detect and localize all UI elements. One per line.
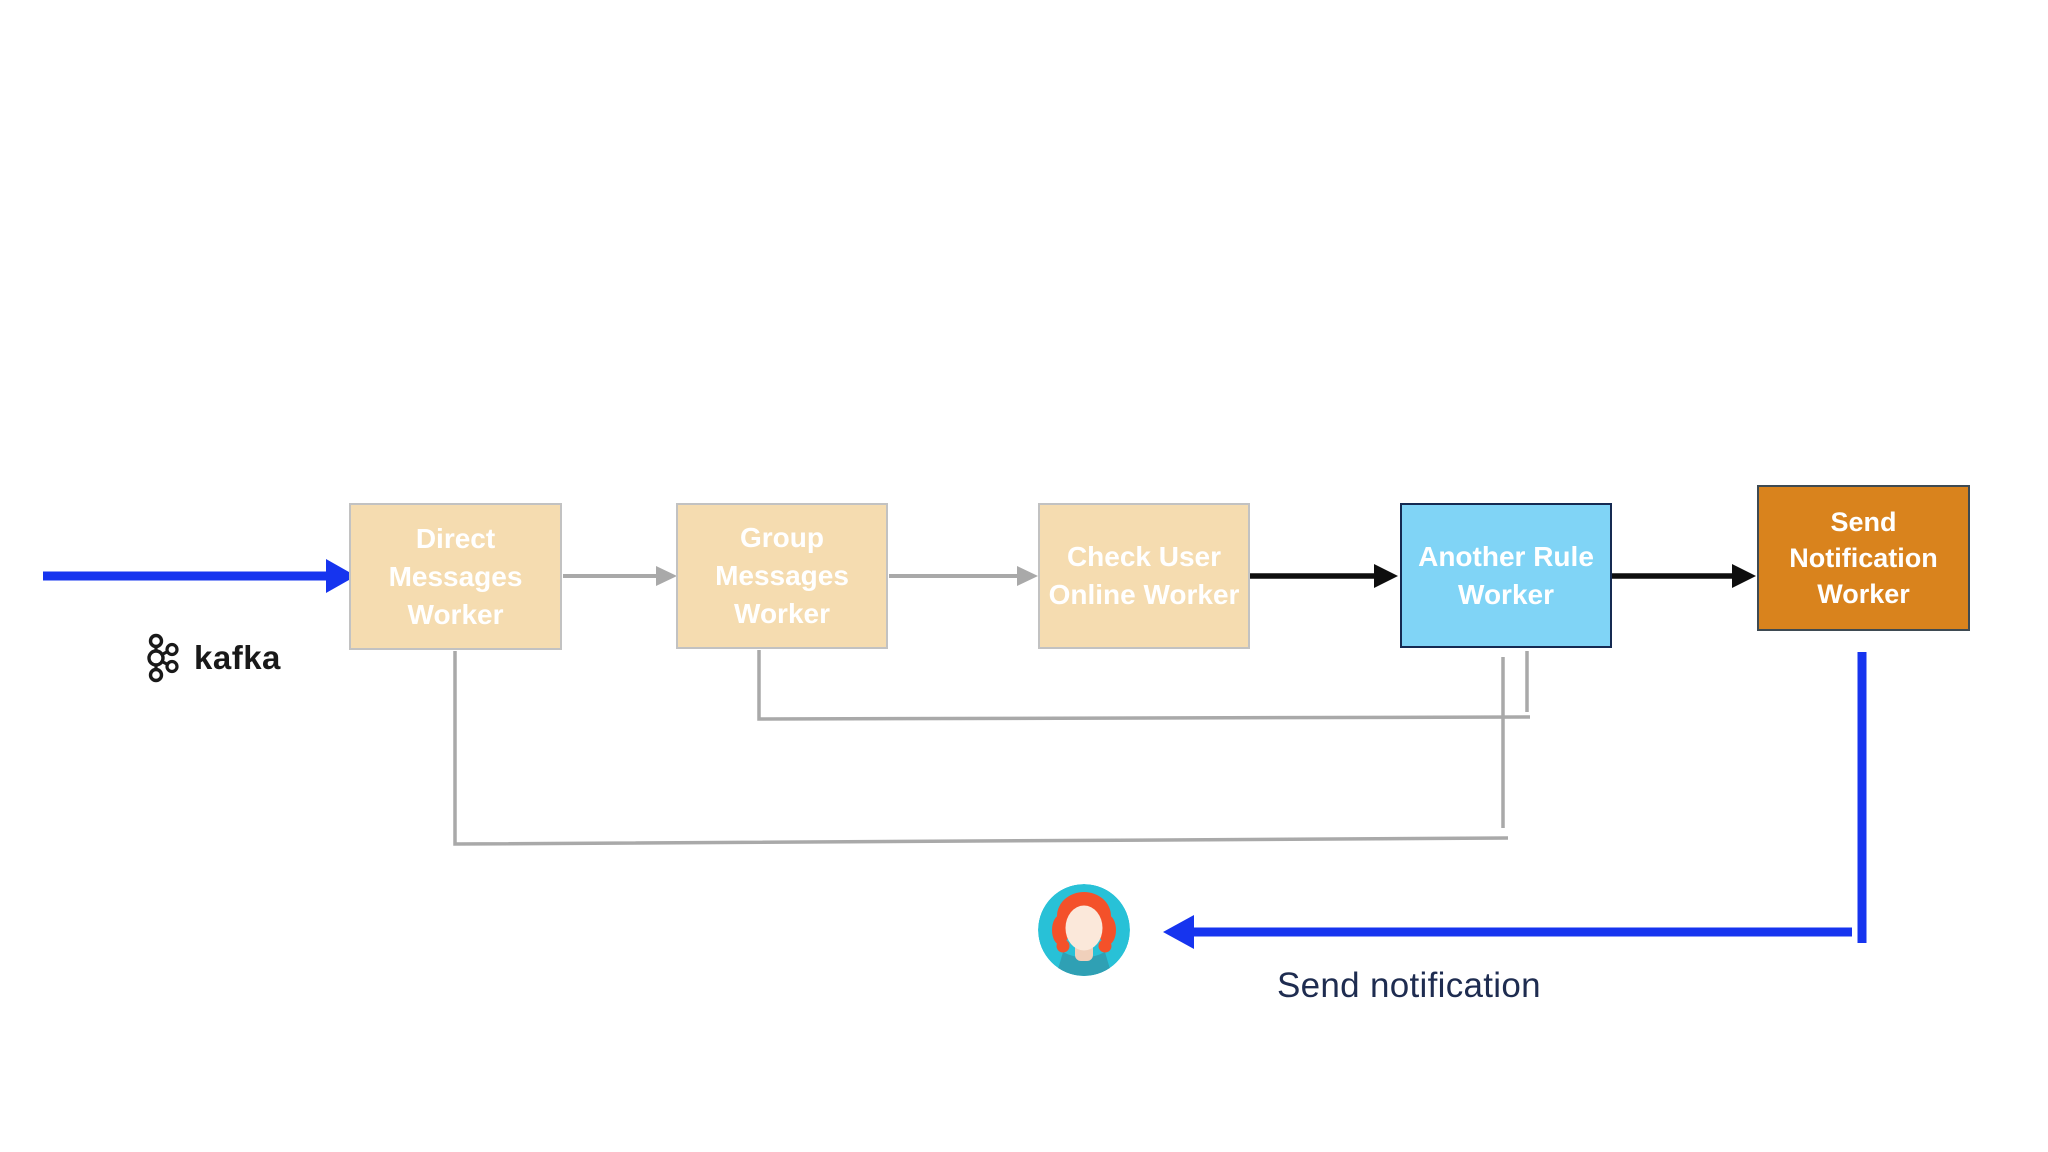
node-label: Send Notification Worker [1789,507,1938,609]
node-another-rule-worker: Another Rule Worker [1400,503,1612,648]
arrow-direct-to-group [563,566,677,586]
node-check-user-online-worker: Check User Online Worker [1038,503,1250,649]
node-label: Check User Online Worker [1048,541,1240,610]
kafka-icon [147,633,179,683]
arrow-anotherrule-to-sendnotification [1608,564,1756,588]
node-label: Group Messages Worker [715,522,849,629]
arrow-group-to-checkuser [889,566,1038,586]
kafka-input-arrow [43,559,356,593]
user-avatar-icon [1038,884,1130,976]
node-send-notification-worker: Send Notification Worker [1757,485,1970,631]
kafka-logo: kafka [142,629,281,687]
node-label: Another Rule Worker [1418,540,1594,610]
node-direct-messages-worker: Direct Messages Worker [349,503,562,650]
node-label: Direct Messages Worker [388,522,523,630]
send-notification-arrow [1163,652,1867,949]
connector-direct-to-anotherrule [453,651,1509,846]
user-avatar [1038,884,1130,976]
arrow-checkuser-to-anotherrule [1245,564,1398,588]
connector-group-to-anotherrule [757,650,1531,721]
send-notification-label: Send notification [1277,966,1541,1005]
node-group-messages-worker: Group Messages Worker [676,503,888,649]
kafka-label: kafka [194,639,281,676]
